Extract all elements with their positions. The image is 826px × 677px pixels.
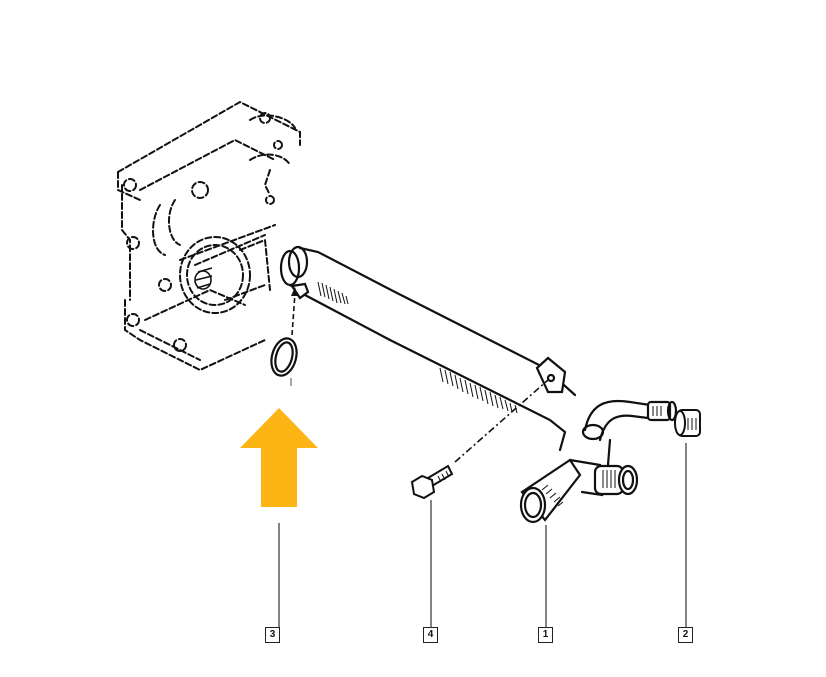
- o-ring-assembly-line: [291, 292, 296, 336]
- callout-part-2: 2: [678, 627, 693, 643]
- pipe-hatching: [317, 281, 662, 507]
- hose-cap: [674, 409, 701, 437]
- highlight-arrow-icon: [240, 408, 318, 507]
- callout-part-4: 4: [423, 627, 438, 643]
- o-ring: [270, 337, 298, 377]
- callout-part-3: 3: [265, 627, 280, 643]
- callout-leaders: [278, 443, 687, 627]
- bolt: [410, 464, 454, 500]
- bolt-assembly-line: [454, 379, 549, 463]
- block-spigot: [194, 267, 213, 290]
- callout-part-1: 1: [538, 627, 553, 643]
- engine-block: [117, 100, 301, 372]
- coolant-pipe: [279, 245, 678, 524]
